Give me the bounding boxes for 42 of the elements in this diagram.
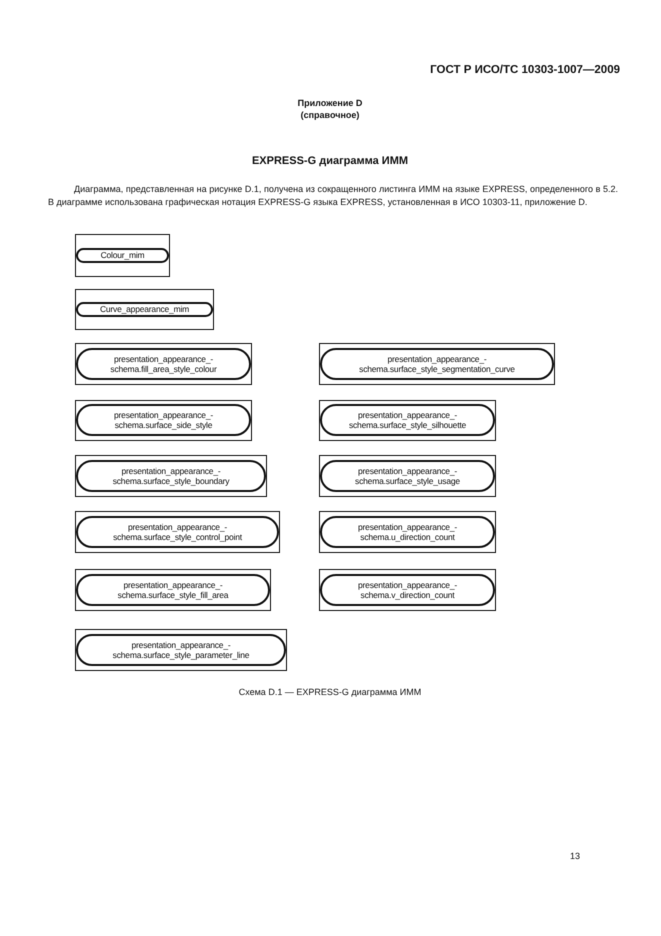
schema-name: presentation_appearance_- schema.surface_style_fill_area xyxy=(116,580,230,600)
schema-frame xyxy=(75,455,267,497)
page-number: 13 xyxy=(568,850,580,863)
schema-frame xyxy=(319,511,496,553)
schema-name: presentation_appearance_- schema.surface_style_silhouette xyxy=(348,410,468,430)
schema-reference-pill xyxy=(76,348,251,380)
schema-reference-pill xyxy=(76,634,286,666)
intro-paragraph: Диаграмма, представленная на рисунке D.1, получена из сокращенного листинга ИММ на языке EXPRESS, определенного в 5.2. В диаграмме использована графическая нотация EXPRESS-G языка EXPRESS, установленная в ИСО 10303-11, приложение D. xyxy=(48,183,618,209)
schema-name: presentation_appearance_- schema.surface_style_segmentation_curve xyxy=(358,354,516,374)
schema-frame xyxy=(75,569,271,611)
schema-name: presentation_appearance_- schema.v_direction_count xyxy=(357,580,458,600)
schema-name: presentation_appearance_- schema.surface_style_control_point xyxy=(112,522,243,542)
schema-reference-pill xyxy=(320,516,495,548)
diagram-title: EXPRESS-G диаграмма ИММ xyxy=(250,155,410,167)
schema-name: presentation_appearance_- schema.surface_style_usage xyxy=(354,466,461,486)
schema-frame xyxy=(75,511,280,553)
schema-frame xyxy=(319,569,496,611)
annex-heading: Приложение D xyxy=(296,97,364,110)
schema-frame xyxy=(319,343,555,385)
annex-note: (справочное) xyxy=(300,109,360,122)
schema-reference-pill xyxy=(76,248,169,262)
schema-name: presentation_appearance_- schema.fill_area_style_colour xyxy=(109,354,218,374)
schema-name: Colour_mim xyxy=(100,250,146,260)
schema-name: Curve_appearance_mim xyxy=(98,304,190,314)
schema-frame xyxy=(75,343,252,385)
schema-frame xyxy=(75,234,170,277)
schema-reference-pill xyxy=(76,302,213,316)
schema-reference-pill xyxy=(320,460,495,492)
schema-reference-pill xyxy=(76,460,266,492)
schema-reference-pill xyxy=(76,574,270,606)
schema-frame xyxy=(75,629,287,671)
schema-name: presentation_appearance_- schema.surface_side_style xyxy=(113,410,214,430)
schema-reference-pill xyxy=(320,574,495,606)
schema-name: presentation_appearance_- schema.u_direction_count xyxy=(357,522,458,542)
schema-frame xyxy=(75,289,214,330)
schema-reference-pill xyxy=(76,516,279,548)
schema-frame xyxy=(319,455,496,497)
schema-name: presentation_appearance_- schema.surface_style_boundary xyxy=(112,466,230,486)
schema-name: presentation_appearance_- schema.surface_style_parameter_line xyxy=(112,640,250,660)
figure-caption: Схема D.1 — EXPRESS-G диаграмма ИММ xyxy=(238,687,422,697)
document-header: ГОСТ Р ИСО/ТС 10303-1007—2009 xyxy=(429,64,620,77)
schema-reference-pill xyxy=(320,348,554,380)
